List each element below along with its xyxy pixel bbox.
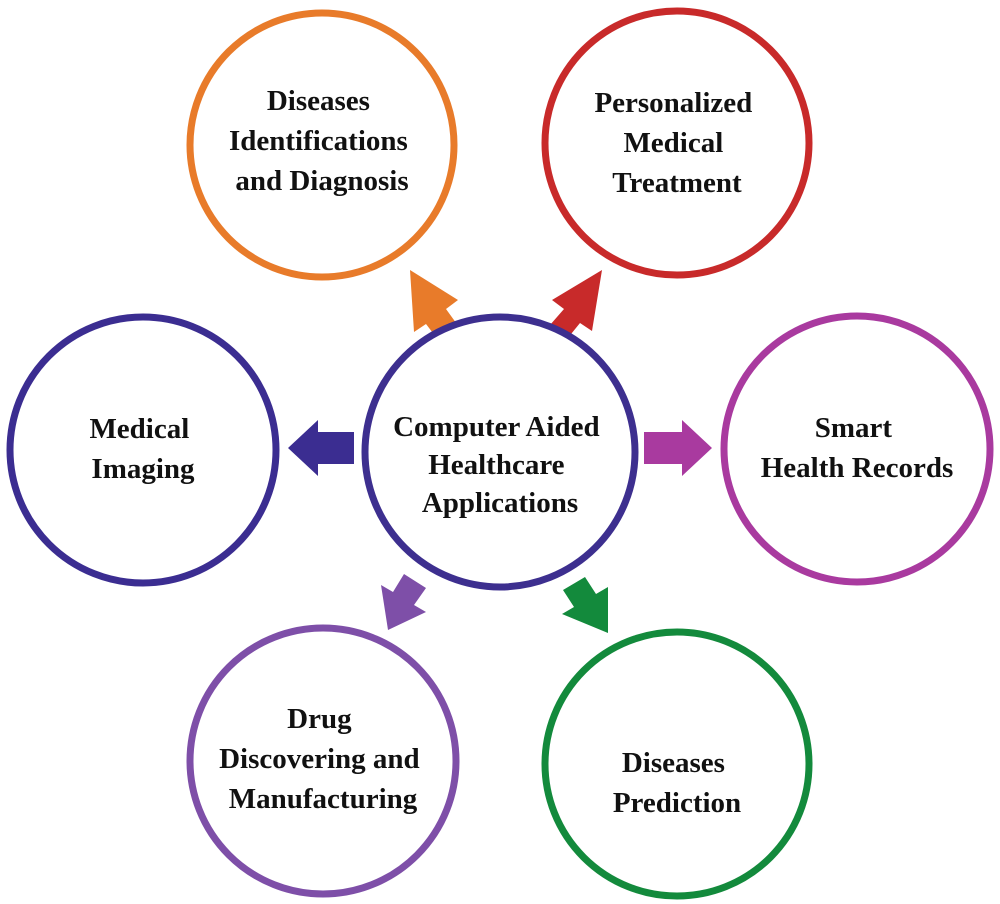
diagnosis-label-line-3: and Diagnosis bbox=[235, 165, 408, 197]
drug-circle bbox=[186, 624, 460, 898]
center-label-line-3: Applications bbox=[422, 487, 578, 519]
records-label-line-2: Health Records bbox=[761, 452, 954, 484]
svg-text:Diseases Identifications: Diseases Identifications and Diagnosis bbox=[229, 85, 415, 197]
svg-text:Medical Imaging: Medical Imaging bbox=[89, 413, 196, 485]
center-label-line-1: Computer Aided bbox=[393, 411, 600, 443]
drug-label-line-1: Drug bbox=[287, 703, 352, 735]
personalized-label-line-3: Treatment bbox=[612, 167, 742, 199]
personalized-label-line-2: Medical bbox=[623, 127, 723, 159]
prediction-label-line-1: Diseases bbox=[622, 747, 725, 779]
drug-label-line-3: Manufacturing bbox=[229, 783, 418, 815]
svg-text:Personalized Medical: Personalized Medical Treatment bbox=[594, 87, 759, 199]
drug-label-line-2: Discovering and bbox=[219, 743, 420, 775]
arrow-to-personalized bbox=[550, 270, 602, 339]
arrow-to-drug bbox=[381, 574, 426, 630]
node-imaging: Medical Imaging bbox=[6, 313, 280, 587]
node-drug: Drug Discovering and Manufacturing bbox=[186, 624, 460, 898]
svg-text:Computer Aided Healthcar: Computer Aided Healthcare Applications bbox=[393, 411, 607, 519]
node-records: Smart Health Records bbox=[720, 312, 994, 586]
node-prediction: Diseases Prediction bbox=[541, 628, 813, 900]
arrow-to-diagnosis bbox=[410, 270, 459, 341]
svg-text:Smart Health Records: Smart Health Records bbox=[761, 412, 954, 484]
arrow-to-records bbox=[644, 420, 712, 476]
arrow-to-prediction bbox=[562, 577, 608, 633]
center-circle bbox=[361, 313, 639, 591]
imaging-label-line-2: Imaging bbox=[91, 453, 195, 485]
imaging-label-line-1: Medical bbox=[89, 413, 189, 445]
center-node: Computer Aided Healthcare Applications bbox=[361, 313, 639, 591]
svg-text:Diseases Prediction: Diseases Prediction bbox=[613, 747, 741, 819]
records-label-line-1: Smart bbox=[815, 412, 893, 444]
records-circle bbox=[720, 312, 994, 586]
center-label-line-2: Healthcare bbox=[428, 449, 564, 481]
personalized-circle bbox=[541, 7, 813, 279]
diagnosis-circle bbox=[186, 9, 458, 281]
diagnosis-label-line-2: Identifications bbox=[229, 125, 408, 157]
svg-text:Drug Discovering and: Drug Discovering and Manufacturing bbox=[219, 703, 427, 815]
prediction-label-line-2: Prediction bbox=[613, 787, 741, 819]
arrow-to-imaging bbox=[288, 420, 354, 476]
diagnosis-label-line-1: Diseases bbox=[267, 85, 370, 117]
personalized-label-line-1: Personalized bbox=[594, 87, 752, 119]
node-personalized: Personalized Medical Treatment bbox=[541, 7, 813, 279]
imaging-circle bbox=[6, 313, 280, 587]
prediction-circle bbox=[541, 628, 813, 900]
node-diagnosis: Diseases Identifications and Diagnosis bbox=[186, 9, 458, 281]
